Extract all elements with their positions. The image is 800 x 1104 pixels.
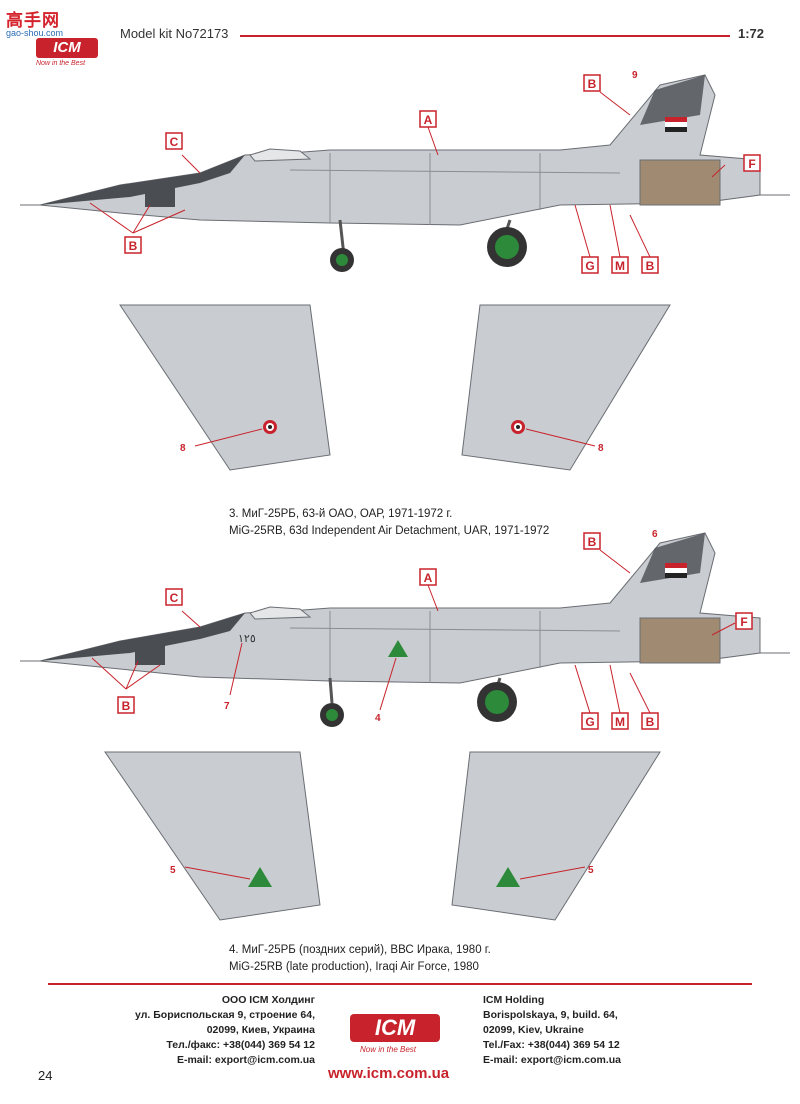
profile4-illustration: ١٢٥ A B 6 C B 7 4 F G M B xyxy=(20,529,790,921)
footer-rule xyxy=(48,983,752,985)
svg-text:F: F xyxy=(748,157,755,171)
svg-text:A: A xyxy=(424,571,433,585)
profile3-side-view xyxy=(20,74,790,272)
svg-text:8: 8 xyxy=(180,443,186,454)
corner-site-url: gao-shou.com xyxy=(6,28,64,38)
profile3-illustration: A B 9 C B F G M B 8 8 xyxy=(20,70,790,471)
header-rule xyxy=(240,35,730,37)
profile4-caption-en: MiG-25RB (late production), Iraqi Air Fo… xyxy=(229,961,479,973)
profile4-caption: 4. МиГ-25РБ (поздних серий), ВВС Ирака, … xyxy=(229,942,491,976)
footer-ru-line: ул. Бориспольская 9, строение 64, xyxy=(135,1009,315,1021)
footer-ru-line: ООО ICM Холдинг xyxy=(221,994,315,1006)
profile4-wings: 5 5 xyxy=(104,751,661,921)
svg-text:B: B xyxy=(129,239,138,253)
footer-icm-logo: ICM xyxy=(350,1014,440,1042)
svg-text:M: M xyxy=(615,715,625,729)
footer-en-line: Borispolskaya, 9, build. 64, xyxy=(483,1009,618,1021)
profile4-side-view: ١٢٥ xyxy=(20,532,790,727)
svg-text:C: C xyxy=(170,135,179,149)
model-kit-title: Model kit No72173 xyxy=(120,26,229,41)
profile3-callouts: A B 9 C B F G M B xyxy=(89,70,761,274)
page-number: 24 xyxy=(38,1068,53,1083)
profile3-wings: 8 8 xyxy=(119,304,671,471)
svg-text:6: 6 xyxy=(652,529,658,540)
profile3-caption-ru: 3. МиГ-25РБ, 63-й ОАО, ОАР, 1971-1972 г. xyxy=(229,508,453,520)
svg-text:A: A xyxy=(424,113,433,127)
svg-text:5: 5 xyxy=(170,865,176,876)
footer-en-line: E-mail: export@icm.com.ua xyxy=(483,1054,622,1066)
svg-text:F: F xyxy=(740,615,747,629)
footer-en-line: 02099, Kiev, Ukraine xyxy=(483,1024,584,1036)
website-link[interactable]: www.icm.com.ua xyxy=(328,1065,450,1082)
svg-text:M: M xyxy=(615,259,625,273)
footer-en-line: ICM Holding xyxy=(483,994,545,1006)
footer-address-en: ICM Holding Borispolskaya, 9, build. 64,… xyxy=(483,993,703,1068)
profile4-tail-code: ١٢٥ xyxy=(238,633,256,645)
corner-icm-logo: ICM xyxy=(36,38,98,58)
svg-text:8: 8 xyxy=(598,443,604,454)
footer-en-line: Tel./Fax: +38(044) 369 54 12 xyxy=(483,1039,620,1051)
corner-watermark: 高手网 gao-shou.com ICM Now in the Best xyxy=(6,6,106,67)
svg-text:G: G xyxy=(585,715,594,729)
svg-text:5: 5 xyxy=(588,865,594,876)
svg-text:C: C xyxy=(170,591,179,605)
corner-logo-tagline: Now in the Best xyxy=(36,60,86,67)
profile4-callouts: A B 6 C B 7 4 F G M B xyxy=(91,529,753,730)
svg-text:B: B xyxy=(588,535,597,549)
footer-ru-line: Тел./факс: +38(044) 369 54 12 xyxy=(166,1039,315,1051)
scale-label: 1:72 xyxy=(738,26,765,41)
svg-text:7: 7 xyxy=(224,701,230,712)
footer-ru-line: 02099, Киев, Украина xyxy=(206,1024,315,1036)
profile3-caption-en: MiG-25RB, 63d Independent Air Detachment… xyxy=(229,525,550,537)
svg-text:B: B xyxy=(122,699,131,713)
svg-text:B: B xyxy=(588,77,597,91)
footer-logo-tagline: Now in the Best xyxy=(360,1045,417,1054)
corner-site-name: 高手网 xyxy=(6,11,60,30)
svg-text:4: 4 xyxy=(375,713,381,724)
svg-text:B: B xyxy=(646,259,655,273)
profile4-caption-ru: 4. МиГ-25РБ (поздних серий), ВВС Ирака, … xyxy=(229,944,491,956)
footer-address-ru: ООО ICM Холдинг ул. Бориспольская 9, стр… xyxy=(100,993,315,1068)
svg-text:G: G xyxy=(585,259,594,273)
svg-text:9: 9 xyxy=(632,70,638,81)
profile3-caption: 3. МиГ-25РБ, 63-й ОАО, ОАР, 1971-1972 г.… xyxy=(229,506,549,540)
svg-text:B: B xyxy=(646,715,655,729)
footer-ru-line: E-mail: export@icm.com.ua xyxy=(176,1054,315,1066)
